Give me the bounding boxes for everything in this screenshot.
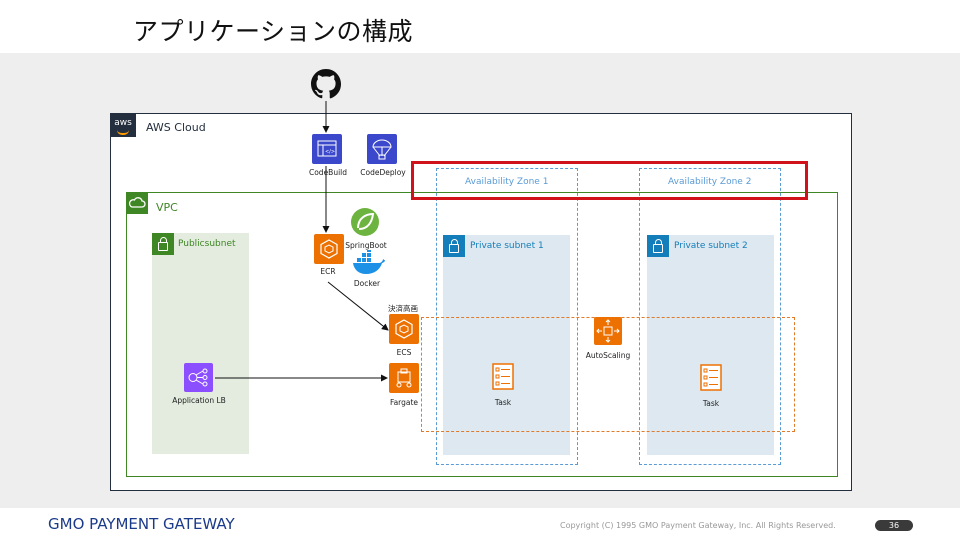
aws-cloud-label: AWS Cloud bbox=[146, 121, 206, 134]
svg-text:</>: </> bbox=[325, 149, 335, 155]
public-subnet-lock-icon bbox=[152, 233, 174, 255]
ecr-icon bbox=[314, 234, 344, 264]
springboot-label: SpringBoot bbox=[345, 241, 387, 250]
docker-icon bbox=[353, 250, 385, 274]
highlight-box bbox=[411, 161, 808, 200]
ecr-label: ECR bbox=[320, 267, 336, 276]
private-subnet-1 bbox=[443, 235, 570, 455]
page-number: 36 bbox=[875, 520, 913, 531]
codedeploy-label: CodeDeploy bbox=[360, 168, 406, 177]
availability-zone-1-label: Availability Zone 1 bbox=[465, 177, 549, 187]
alb-icon bbox=[184, 363, 213, 392]
private-subnet-2-label: Private subnet 2 bbox=[674, 241, 748, 251]
copyright-text: Copyright (C) 1995 GMO Payment Gateway, … bbox=[560, 521, 836, 530]
fargate-label: Fargate bbox=[389, 398, 419, 407]
task-icon bbox=[700, 364, 722, 391]
springboot-icon bbox=[351, 208, 379, 236]
public-subnet bbox=[152, 233, 249, 454]
public-subnet-label: Publicsubnet bbox=[178, 239, 236, 249]
vpc-boundary bbox=[126, 192, 838, 477]
task-label: Task bbox=[494, 398, 512, 407]
ecs-icon bbox=[389, 314, 419, 344]
github-icon bbox=[311, 69, 341, 99]
codebuild-icon: </> bbox=[312, 134, 342, 164]
codebuild-label: CodeBuild bbox=[308, 168, 348, 177]
vpc-cloud-icon bbox=[126, 192, 148, 214]
aws-logo-icon: aws bbox=[110, 113, 136, 137]
alb-label: Application LB bbox=[172, 396, 226, 405]
availability-zone-2 bbox=[639, 168, 781, 465]
company-logo: GMO PAYMENT GATEWAY bbox=[48, 515, 235, 533]
private-subnet-lock-icon bbox=[647, 235, 669, 257]
private-subnet-2 bbox=[647, 235, 774, 455]
codedeploy-icon bbox=[367, 134, 397, 164]
autoscaling-label: AutoScaling bbox=[585, 351, 631, 360]
availability-zone-2-label: Availability Zone 2 bbox=[668, 177, 752, 187]
vpc-label: VPC bbox=[156, 201, 178, 214]
autoscaling-icon bbox=[594, 317, 622, 345]
docker-label: Docker bbox=[353, 279, 381, 288]
ecs-note-label: 決済高画 bbox=[388, 304, 418, 313]
task-icon bbox=[492, 363, 514, 390]
ecs-label: ECS bbox=[396, 348, 412, 357]
slide-title: アプリケーションの構成 bbox=[133, 17, 414, 46]
task-label: Task bbox=[702, 399, 720, 408]
arrow-ecr-to-ecs bbox=[327, 281, 389, 331]
private-subnet-lock-icon bbox=[443, 235, 465, 257]
fargate-icon bbox=[389, 363, 419, 393]
private-subnet-1-label: Private subnet 1 bbox=[470, 241, 544, 251]
availability-zone-1 bbox=[436, 168, 578, 465]
